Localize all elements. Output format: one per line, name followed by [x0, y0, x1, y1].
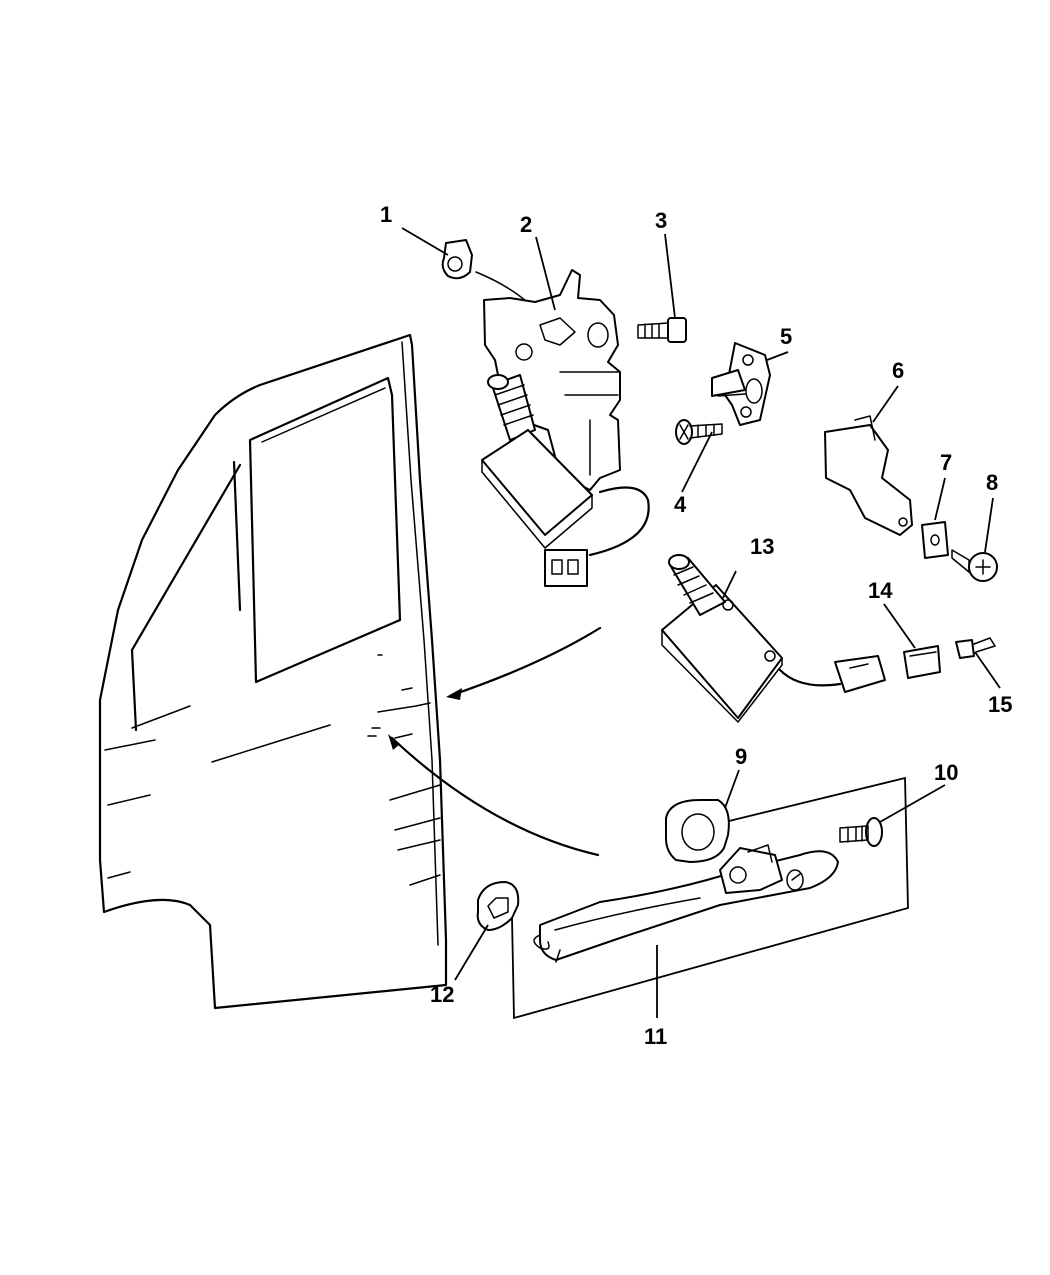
callout-11: 11 [644, 1024, 667, 1049]
striker-plate [711, 342, 771, 426]
connector-part [903, 645, 941, 679]
outside-door-handle [533, 844, 839, 963]
handle-group-bracket [511, 776, 909, 1020]
callout-7: 7 [940, 450, 952, 475]
callout-15: 15 [988, 692, 1012, 717]
bolt-part [637, 317, 687, 343]
arrow-handle-to-door [388, 734, 600, 857]
callout-10: 10 [934, 760, 958, 785]
leader-lines [401, 227, 1001, 1018]
callout-6: 6 [892, 358, 904, 383]
handle-gasket-rear [665, 799, 730, 863]
bracket-part [824, 415, 913, 536]
callout-8: 8 [986, 470, 998, 495]
callout-4: 4 [674, 492, 687, 517]
callout-1: 1 [380, 202, 392, 227]
screw-part-8 [951, 549, 998, 582]
callout-12: 12 [430, 982, 454, 1007]
terminal-part [955, 637, 996, 659]
clip-part [441, 239, 473, 280]
callout-2: 2 [520, 212, 532, 237]
callout-14: 14 [868, 578, 893, 603]
handle-bolt [839, 817, 883, 847]
door-panel [98, 333, 448, 1010]
door-latch-assembly [481, 269, 650, 587]
callout-13: 13 [750, 534, 774, 559]
door-lock-actuator [661, 554, 886, 723]
callout-5: 5 [780, 324, 792, 349]
callout-9: 9 [735, 744, 747, 769]
arrow-actuator-to-door [446, 626, 602, 700]
callout-3: 3 [655, 208, 667, 233]
handle-gasket-front [476, 881, 520, 931]
screw-part [675, 419, 723, 445]
u-nut-clip [921, 521, 949, 559]
